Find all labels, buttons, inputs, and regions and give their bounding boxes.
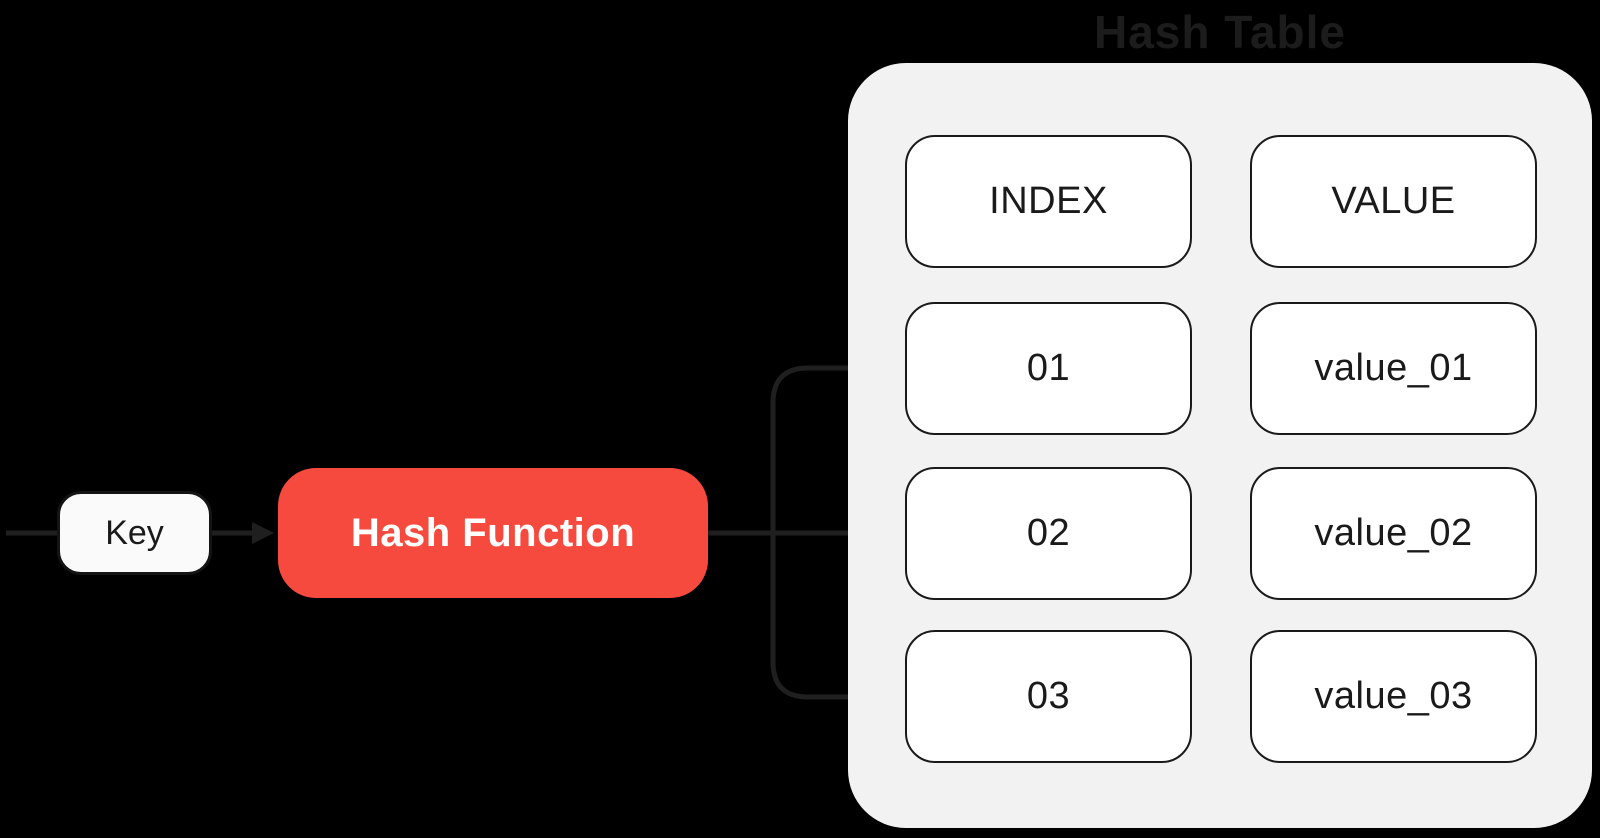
value-cell-02: value_02 <box>1250 467 1537 600</box>
header-cell-value: VALUE <box>1250 135 1537 268</box>
key-node: Key <box>57 491 212 575</box>
index-cell-03: 03 <box>905 630 1192 763</box>
hash-table-panel: INDEX VALUE 01 value_01 02 value_02 03 v… <box>848 63 1592 828</box>
index-cell-02: 02 <box>905 467 1192 600</box>
arrowhead-key-to-hash-icon <box>252 522 274 544</box>
key-node-label: Key <box>105 513 164 552</box>
hash-function-node: Hash Function <box>278 468 708 598</box>
index-cell-01: 01 <box>905 302 1192 435</box>
value-cell-01: value_01 <box>1250 302 1537 435</box>
index-02-label: 02 <box>1026 512 1071 554</box>
header-index-label: INDEX <box>989 180 1108 222</box>
value-02-label: value_02 <box>1314 512 1473 554</box>
hash-function-label: Hash Function <box>350 510 636 555</box>
hash-table-title: Hash Table <box>1094 6 1346 58</box>
header-value-label: VALUE <box>1331 180 1456 222</box>
index-03-label: 03 <box>1026 675 1071 717</box>
index-01-label: 01 <box>1026 347 1071 389</box>
value-03-label: value_03 <box>1314 675 1473 717</box>
header-cell-index: INDEX <box>905 135 1192 268</box>
value-01-label: value_01 <box>1314 347 1473 389</box>
value-cell-03: value_03 <box>1250 630 1537 763</box>
